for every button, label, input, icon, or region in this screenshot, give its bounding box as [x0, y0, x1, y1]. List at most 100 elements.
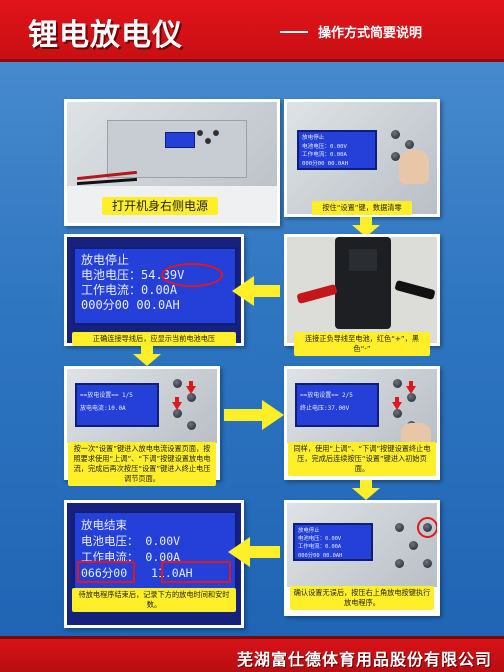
- down-button[interactable]: [395, 559, 404, 568]
- up-button[interactable]: [407, 393, 416, 402]
- step8-panel: 放电结束 电池电压： 0.00V 工作电流： 0.00A 066分00 11.0…: [64, 500, 244, 628]
- arrow-left-icon: [252, 285, 280, 297]
- step2-lcd-screen: 放电停止 电池电压：0.00V 工作电流：0.00A 000分00 00.0AH: [297, 130, 377, 170]
- step7-caption: 确认设置无误后，按压右上角放电按键执行放电程序。: [290, 586, 434, 610]
- lcd-line: 工作电流： 0.00A: [81, 550, 181, 564]
- device-knob-icon: [205, 138, 211, 144]
- step3-photo: [287, 237, 437, 343]
- red-arrow-icon: [189, 381, 193, 387]
- step8-lcd-screen: 放电结束 电池电压： 0.00V 工作电流： 0.00A 066分00 11.0…: [73, 511, 237, 593]
- step5-photo: ==放电设置== 1/5 放电电流:10.0A: [67, 369, 217, 443]
- step6-caption: 同样，使用“上调”、“下调”按键设置终止电压，完成后连续按压“设置”键进入初始页…: [288, 442, 436, 476]
- device-knob-icon: [197, 130, 203, 136]
- device-knob-icon: [213, 130, 219, 136]
- subtitle-dash: [280, 31, 308, 33]
- lcd-line: 工作电流：0.00A: [298, 544, 342, 551]
- device-screen: [165, 132, 195, 148]
- discharge-button[interactable]: [187, 421, 196, 430]
- step4-panel: 放电停止 电池电压：54.39V 工作电流：0.00A 000分00 00.0A…: [64, 234, 244, 346]
- time-highlight-box: [77, 561, 135, 583]
- page-title: 锂电放电仪: [28, 18, 183, 53]
- up-button[interactable]: [187, 393, 196, 402]
- step4-photo: 放电停止 电池电压：54.39V 工作电流：0.00A 000分00 00.0A…: [67, 237, 241, 343]
- lcd-line: ==放电设置== 1/5: [80, 392, 133, 399]
- discharge-highlight-ring: [417, 517, 437, 538]
- step2-caption: 按住“设置”键，数据清零: [312, 201, 412, 215]
- black-clamp-icon: [394, 279, 436, 301]
- setting-button[interactable]: [393, 379, 402, 388]
- lcd-line: 放电停止: [81, 253, 130, 267]
- down-button[interactable]: [393, 409, 402, 418]
- arrow-down-icon: [133, 354, 161, 366]
- red-arrow-icon: [172, 402, 182, 410]
- step5-panel: ==放电设置== 1/5 放电电流:10.0A 按一次“设置”键进入放电电流设置…: [64, 366, 220, 486]
- step6-panel: ==放电设置== 2/5 终止电压:37.00V 同样，使用“上调”、“下调”按…: [284, 366, 440, 480]
- lcd-line: 电池电压： 0.00V: [81, 534, 181, 548]
- discharge-time-value: 066分00: [81, 566, 128, 580]
- red-arrow-icon: [395, 397, 399, 403]
- finger-icon: [401, 423, 431, 443]
- step7-photo: 放电停止 电池电压：0.00V 工作电流：0.00A 000分00 00.0AH: [287, 503, 437, 587]
- device-button[interactable]: [391, 130, 400, 139]
- arrow-right-icon: [224, 409, 264, 421]
- step4-lcd-screen: 放电停止 电池电压：54.39V 工作电流：0.00A 000分00 00.0A…: [73, 247, 237, 325]
- lcd-line: 放电停止: [298, 528, 320, 534]
- lcd-line: 000分00 00.0AH: [302, 160, 349, 167]
- lcd-line: 终止电压:37.00V: [300, 405, 350, 412]
- lcd-line: 放电停止: [302, 135, 325, 141]
- arrow-down-icon: [352, 488, 380, 500]
- step2-photo: 放电停止 电池电压：0.00V 工作电流：0.00A 000分00 00.0AH: [287, 102, 437, 214]
- step5-lcd-screen: ==放电设置== 1/5 放电电流:10.0A: [75, 383, 159, 427]
- down-button[interactable]: [173, 409, 182, 418]
- step8-caption: 待放电程序结束后，记录下方的放电时间和安时数。: [72, 588, 236, 612]
- up-button[interactable]: [409, 541, 418, 550]
- lcd-line: 000分00 00.0AH: [298, 552, 343, 559]
- page-subtitle: 操作方式简要说明: [318, 26, 423, 41]
- arrow-left-icon: [232, 276, 254, 306]
- lcd-line: 工作电流：0.00A: [302, 152, 347, 159]
- ah-highlight-box: [161, 561, 231, 583]
- arrow-right-icon: [262, 400, 284, 430]
- step7-lcd-screen: 放电停止 电池电压：0.00V 工作电流：0.00A 000分00 00.0AH: [293, 523, 373, 561]
- red-arrow-icon: [175, 397, 179, 403]
- step6-lcd-screen: ==放电设置== 2/5 终止电压:37.00V: [295, 383, 379, 427]
- device-body: [107, 120, 247, 178]
- voltage-highlight-ring: [161, 263, 223, 287]
- step1-panel: 打开机身右侧电源: [64, 99, 280, 226]
- lcd-line: 电池电压：0.00V: [302, 143, 347, 150]
- red-arrow-icon: [406, 386, 416, 394]
- step7-panel: 放电停止 电池电压：0.00V 工作电流：0.00A 000分00 00.0AH…: [284, 500, 440, 616]
- setting-button[interactable]: [395, 523, 404, 532]
- step3-panel: 连接正负导线至电池，红色“+”，黑色“-”: [284, 234, 440, 356]
- arrow-down-icon: [141, 346, 153, 354]
- footer-banner: 芜湖富仕德体育用品股份有限公司: [0, 636, 504, 672]
- arrow-left-icon: [248, 546, 280, 558]
- setting-button[interactable]: [173, 379, 182, 388]
- arrow-down-icon: [360, 480, 372, 488]
- red-clamp-icon: [296, 283, 338, 305]
- device-button[interactable]: [391, 152, 400, 161]
- step4-caption: 正确连接导线后，应显示当前电池电压: [72, 332, 236, 346]
- step5-caption: 按一次“设置”键进入放电电流设置页面，按照要求使用“上调”、“下调”按键设置放电…: [68, 442, 216, 486]
- step3-caption: 连接正负导线至电池，红色“+”，黑色“-”: [294, 332, 430, 356]
- lcd-line: 000分00 00.0AH: [81, 298, 180, 312]
- red-arrow-icon: [186, 386, 196, 394]
- lcd-line: 放电电流:10.0A: [80, 405, 126, 412]
- device-button[interactable]: [423, 559, 432, 568]
- arrow-down-icon: [360, 217, 372, 225]
- arrow-left-icon: [228, 537, 250, 567]
- step1-caption: 打开机身右侧电源: [102, 197, 219, 215]
- battery-terminal-icon: [349, 249, 377, 271]
- header-banner: 锂电放电仪 操作方式简要说明: [0, 0, 504, 62]
- company-name: 芜湖富仕德体育用品股份有限公司: [236, 650, 492, 669]
- step6-photo: ==放电设置== 2/5 终止电压:37.00V: [287, 369, 437, 443]
- lcd-label: 电池电压：: [81, 268, 142, 282]
- step2-panel: 放电停止 电池电压：0.00V 工作电流：0.00A 000分00 00.0AH…: [284, 99, 440, 217]
- red-arrow-icon: [392, 402, 402, 410]
- lcd-line: 工作电流：0.00A: [81, 283, 178, 297]
- lcd-line: 电池电压：0.00V: [298, 536, 342, 543]
- lcd-line: 放电结束: [81, 518, 127, 532]
- device-button[interactable]: [405, 140, 414, 149]
- finger-icon: [399, 150, 429, 184]
- red-arrow-icon: [409, 381, 413, 387]
